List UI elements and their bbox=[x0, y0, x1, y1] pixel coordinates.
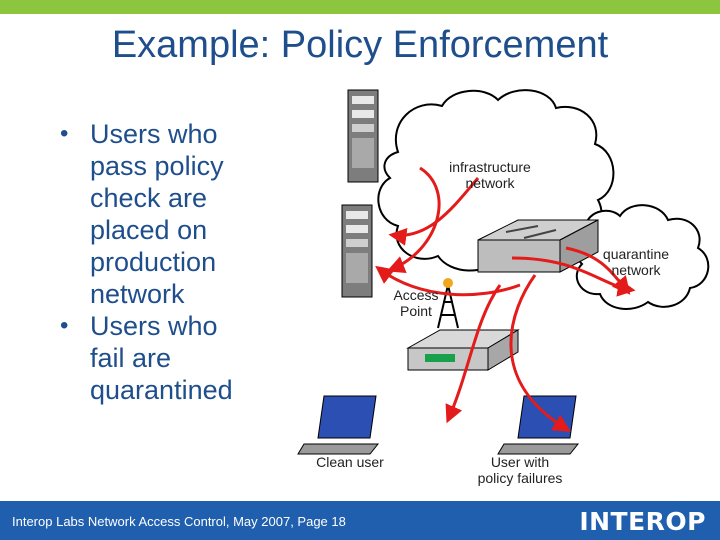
laptop-icon bbox=[497, 395, 580, 455]
clean-user-label: Clean user bbox=[316, 454, 384, 470]
access-point-icon bbox=[437, 278, 459, 329]
traffic-arrows bbox=[375, 166, 636, 432]
footer-bar: Interop Labs Network Access Control, May… bbox=[0, 501, 720, 540]
footer-text: Interop Labs Network Access Control, May… bbox=[12, 514, 346, 529]
infrastructure-network-label: infrastructure network bbox=[449, 159, 531, 191]
server-icon bbox=[347, 89, 379, 183]
top-accent-bar bbox=[0, 0, 720, 14]
failed-user-label: User with policy failures bbox=[477, 454, 563, 486]
bullet-text: Users who fail are quarantined bbox=[90, 311, 233, 405]
switch-icon bbox=[477, 219, 599, 273]
network-diagram: infrastructure network quarantine networ… bbox=[280, 80, 720, 500]
quarantine-network-label: quarantine network bbox=[602, 246, 670, 278]
bullet-text: Users who pass policy check are placed o… bbox=[90, 119, 224, 309]
bullet-dot-icon: • bbox=[60, 120, 69, 147]
bullet-dot-icon: • bbox=[60, 312, 69, 339]
interop-logo: INTEROP bbox=[579, 507, 706, 536]
bullet-list: • Users who pass policy check are placed… bbox=[58, 118, 308, 406]
access-point-label: Access Point bbox=[393, 287, 439, 319]
laptop-icon bbox=[297, 395, 380, 455]
slide-title: Example: Policy Enforcement bbox=[111, 24, 609, 66]
bullet-item: • Users who pass policy check are placed… bbox=[58, 118, 308, 310]
server-icon bbox=[341, 204, 373, 298]
network-diagram-graphic bbox=[297, 89, 710, 455]
router-icon bbox=[406, 329, 520, 371]
bullet-item: • Users who fail are quarantined bbox=[58, 310, 308, 406]
